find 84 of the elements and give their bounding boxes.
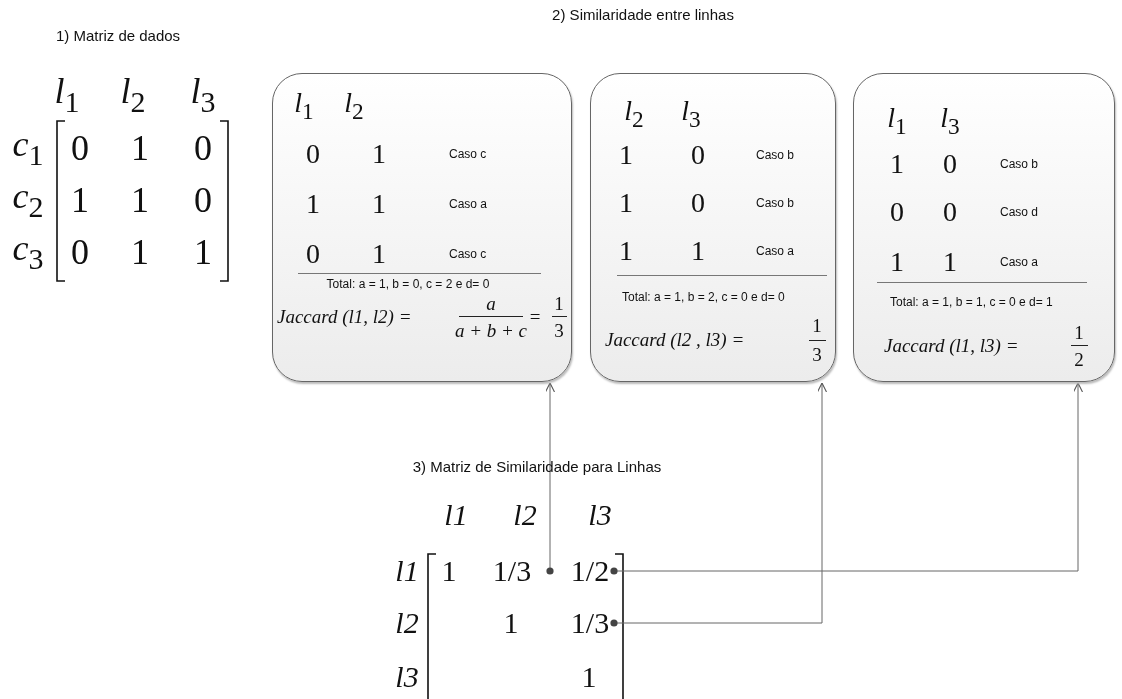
case-label: Caso a — [756, 245, 795, 257]
column-header: l2 — [513, 500, 537, 530]
formula-text: Jaccard (l2 , l3) = — [605, 329, 745, 349]
column-header: l1 — [444, 500, 468, 530]
matrix-value: 1 — [372, 140, 386, 168]
matrix-value: 0 — [691, 141, 705, 169]
connector-arrow — [610, 382, 1084, 575]
rounded-box — [272, 73, 572, 382]
rounded-box — [853, 73, 1115, 382]
matrix-value: 0 — [71, 130, 89, 166]
matrix-value: 0 — [943, 150, 957, 178]
fraction-denominator: 3 — [812, 344, 822, 364]
matrix-value: 1 — [503, 608, 519, 638]
section-title: 1) Matriz de dados — [55, 27, 181, 43]
matrix-value: 1 — [131, 234, 149, 270]
matrix-value: 1 — [131, 182, 149, 218]
formula-text: Jaccard (l1, l3) = — [884, 335, 1019, 355]
fraction-denominator: 2 — [1074, 349, 1084, 369]
column-header: l3 — [588, 500, 612, 530]
column-header: l$_{3}$ — [681, 97, 701, 131]
case-label: Caso c — [449, 248, 487, 260]
connector-arrow — [544, 382, 556, 575]
matrix-value: 0 — [194, 182, 212, 218]
matrix-value: 1/2 — [566, 555, 614, 587]
matrix-value: 1 — [441, 556, 457, 586]
matrix-value: 0 — [71, 234, 89, 270]
case-label: Caso a — [449, 198, 488, 210]
section-title: 2) Similaridade entre linhas — [552, 6, 734, 22]
matrix-value: 0 — [306, 240, 320, 268]
row-header: c$_{3}$ — [12, 230, 44, 274]
fraction-denominator: a + b + c — [454, 320, 528, 340]
matrix-value: 1 — [71, 182, 89, 218]
matrix-value: 1 — [890, 248, 904, 276]
matrix-value: 1 — [581, 662, 597, 692]
matrix-value: 1 — [194, 234, 212, 270]
column-header: l$_{2}$ — [624, 97, 644, 131]
fraction-numerator: a — [486, 293, 496, 313]
matrix-value: 1 — [306, 190, 320, 218]
row-header: c$_{2}$ — [12, 178, 44, 222]
matrix-value: 1 — [131, 130, 149, 166]
matrix-value: 0 — [691, 189, 705, 217]
matrix-value: 1 — [372, 190, 386, 218]
formula-text: Jaccard (l1, l2) = — [277, 306, 412, 326]
matrix-value: 1/3 — [566, 607, 614, 639]
fraction-numerator: 1 — [554, 293, 564, 313]
row-header: c$_{1}$ — [12, 126, 44, 170]
column-header: l$_{2}$ — [344, 89, 364, 123]
case-label: Caso b — [756, 149, 795, 161]
case-label: Caso a — [1000, 256, 1039, 268]
case-label: Caso c — [449, 148, 487, 160]
matrix-value: 0 — [194, 130, 212, 166]
matrix-value: 0 — [890, 198, 904, 226]
case-label: Caso d — [1000, 206, 1039, 218]
column-header: l$_{1}$ — [294, 89, 314, 123]
fraction-numerator: 1 — [812, 315, 822, 335]
rounded-box — [590, 73, 836, 382]
row-header: l1 — [395, 556, 419, 586]
total-line: Total: a = 1, b = 2, c = 0 e d= 0 — [622, 291, 785, 303]
case-label: Caso b — [1000, 158, 1039, 170]
column-header: l$_{1}$ — [887, 104, 907, 138]
matrix-value: 0 — [306, 140, 320, 168]
matrix-value: 1 — [943, 248, 957, 276]
fraction-denominator: 3 — [554, 320, 564, 340]
matrix-value: 1/3 — [492, 555, 550, 587]
matrix-value: 1 — [619, 189, 633, 217]
connector-arrow — [610, 382, 828, 627]
matrix-value: 1 — [691, 237, 705, 265]
matrix-value: 0 — [943, 198, 957, 226]
column-header: l$_{1}$ — [54, 73, 80, 117]
total-line: Total: a = 1, b = 1, c = 0 e d= 1 — [890, 296, 1053, 308]
total-line: Total: a = 1, b = 0, c = 2 e d= 0 — [326, 278, 490, 290]
case-label: Caso b — [756, 197, 795, 209]
column-header: l$_{2}$ — [120, 73, 146, 117]
matrix-value: 1 — [890, 150, 904, 178]
fraction-numerator: 1 — [1074, 322, 1084, 342]
section-title: 3) Matriz de Similaridade para Linhas — [412, 458, 662, 474]
matrix-value: 1 — [619, 141, 633, 169]
equals-sign: = — [529, 306, 541, 326]
matrix-value: 1 — [372, 240, 386, 268]
row-header: l2 — [395, 608, 419, 638]
matrix-value: 1 — [619, 237, 633, 265]
row-header: l3 — [395, 662, 419, 692]
column-header: l$_{3}$ — [940, 104, 960, 138]
column-header: l$_{3}$ — [190, 73, 216, 117]
